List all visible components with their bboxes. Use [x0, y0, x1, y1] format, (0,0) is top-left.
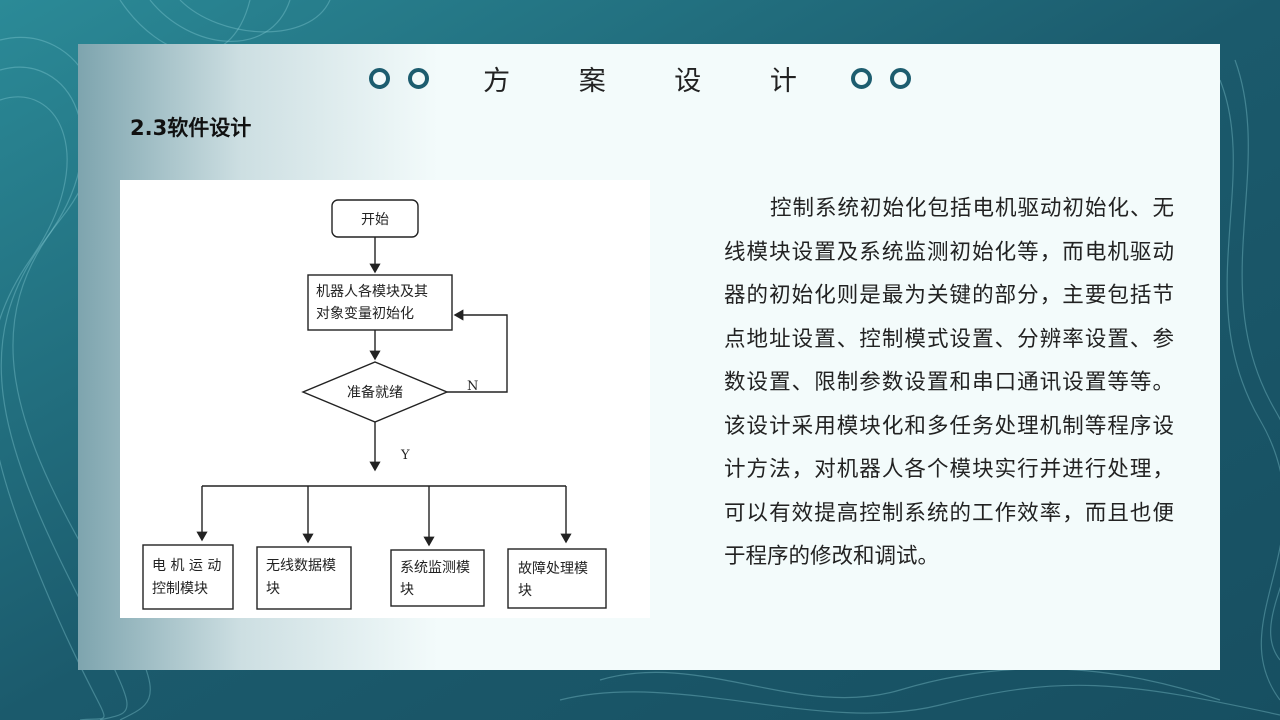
- slide-title: 方 案 设 计: [483, 65, 827, 97]
- slide-header: 方 案 设 计: [0, 58, 1280, 98]
- module-fault-line2: 块: [518, 583, 532, 599]
- init-label-line2: 对象变量初始化: [316, 305, 414, 322]
- decision-label: 准备就绪: [347, 384, 403, 401]
- init-node: [307, 274, 453, 331]
- section-title: 2.3软件设计: [130, 116, 252, 140]
- arrow-no-loop: [447, 309, 508, 393]
- description-paragraph: 控制系统初始化包括电机驱动初始化、无线模块设置及系统监测初始化等，而电机驱动器的…: [724, 196, 1174, 569]
- ring-dot-icon: [889, 67, 911, 89]
- ring-dot-icon: [408, 67, 430, 89]
- ring-dot-icon: [369, 67, 391, 89]
- module-box-motor: [142, 544, 234, 610]
- ring-dot-icon: [850, 67, 872, 89]
- module-box-monitor: [390, 549, 485, 607]
- init-label-line1: 机器人各模块及其: [316, 284, 428, 300]
- module-wireless-line1: 无线数据模: [266, 558, 336, 574]
- left-dot-pair: [369, 67, 430, 89]
- flowchart-diagram: 开始 机器人各模块及其 对象变量初始化 准备就绪 N Y 电 机 运 动 控制模…: [142, 199, 607, 610]
- module-monitor-line1: 系统监测模: [400, 560, 470, 576]
- module-fault-line1: 故障处理模: [518, 561, 588, 577]
- module-monitor-line2: 块: [400, 582, 414, 598]
- module-motor-line1: 电 机 运 动: [152, 558, 221, 574]
- start-label: 开始: [361, 212, 389, 228]
- module-wireless-line2: 块: [266, 581, 280, 597]
- module-motor-line2: 控制模块: [152, 581, 208, 597]
- module-box-wireless: [256, 546, 352, 610]
- yes-label: Y: [400, 448, 410, 463]
- flowchart-panel: 开始 机器人各模块及其 对象变量初始化 准备就绪 N Y 电 机 运 动 控制模…: [120, 180, 650, 618]
- module-box-fault: [507, 548, 607, 609]
- right-dot-pair: [850, 67, 911, 89]
- no-label: N: [467, 379, 478, 394]
